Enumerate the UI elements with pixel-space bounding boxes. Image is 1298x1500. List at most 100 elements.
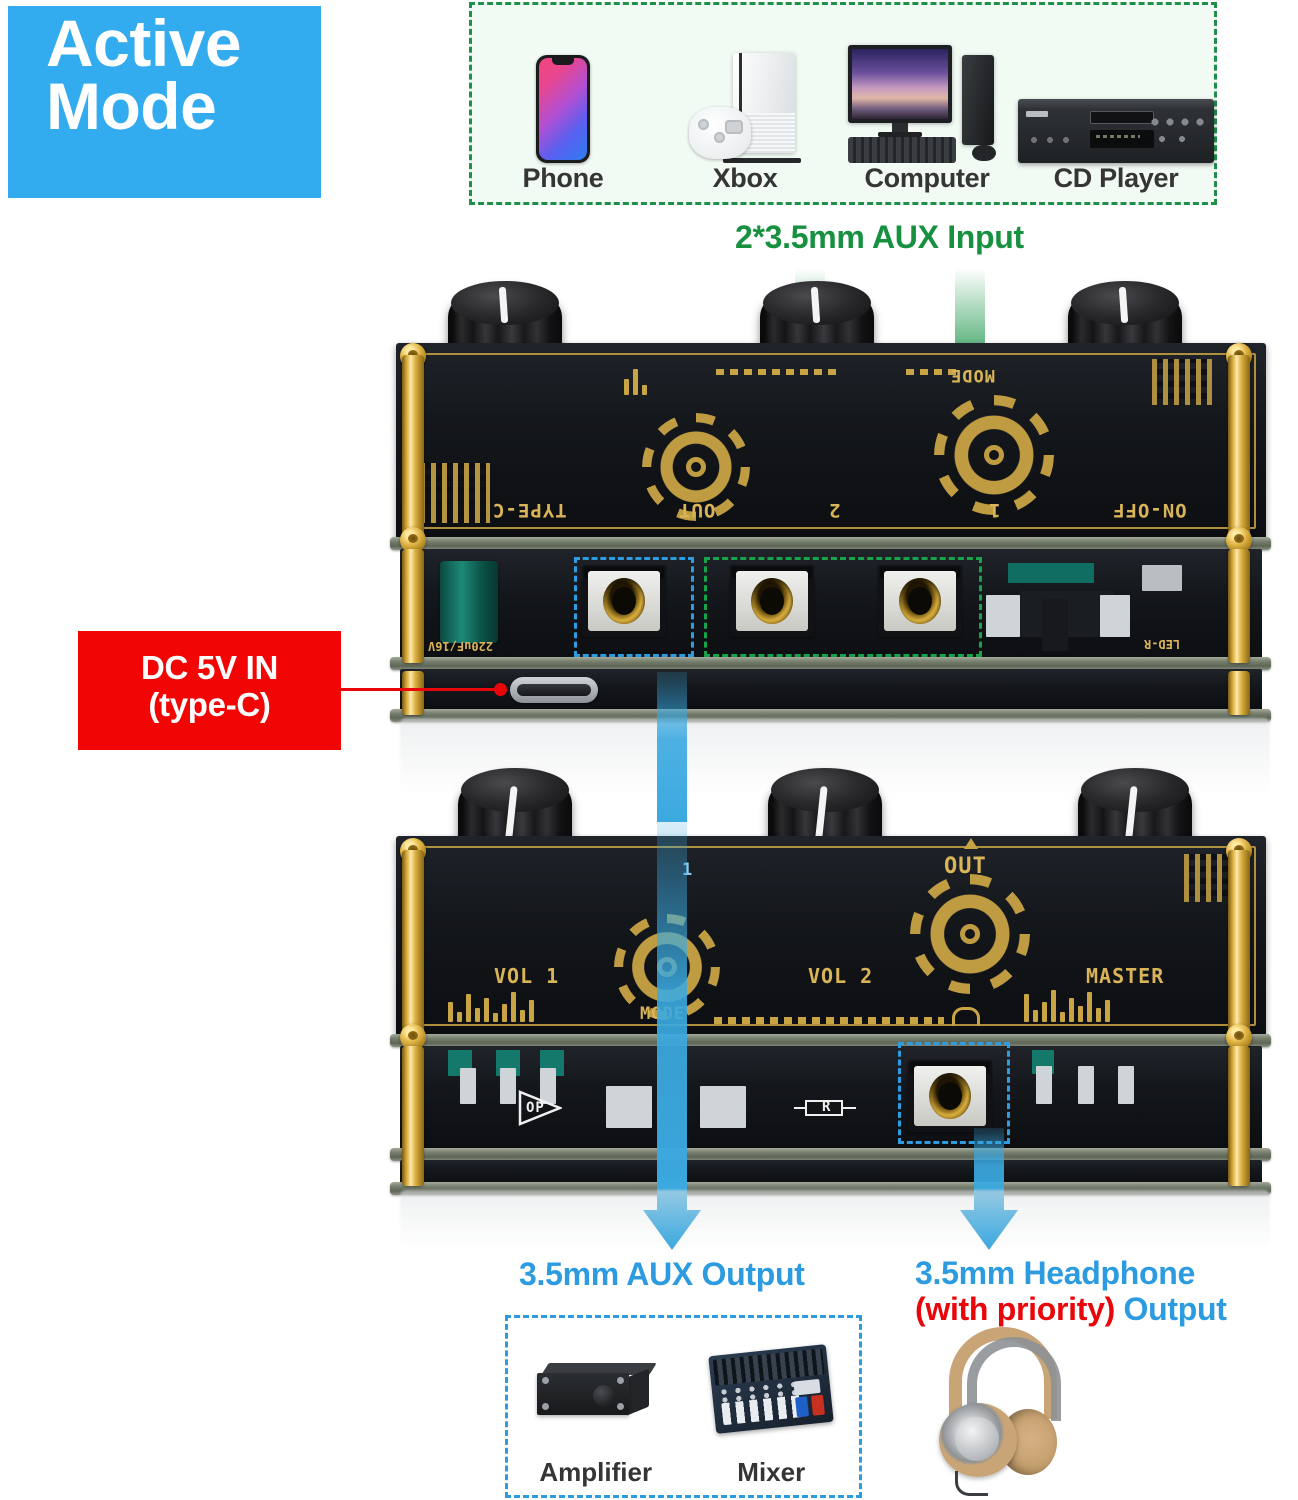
standoff-screw — [1226, 1024, 1252, 1050]
source-devices-box: Phone Xbox — [469, 2, 1217, 205]
smd-component — [1100, 595, 1130, 637]
standoff-post — [402, 549, 424, 663]
up-arrow-icon — [964, 838, 978, 849]
silk-input-1: 1 — [682, 860, 694, 880]
dc-in-leader-line — [341, 688, 501, 691]
silk-out: OUT — [678, 499, 716, 521]
smd-component — [540, 1068, 556, 1104]
dashed-trace — [716, 369, 836, 375]
headphone-line-2: (with priority) Output — [915, 1290, 1227, 1328]
gear-graphic — [910, 874, 1030, 994]
silk-mode: MODE — [950, 365, 995, 385]
headphone-jack[interactable] — [908, 1060, 992, 1132]
eq-bars-graphic — [448, 988, 534, 1022]
standoff-post — [402, 355, 424, 541]
bottom-unit-front-io-pcb: OP R — [400, 1046, 1262, 1150]
op-amp-outline-icon — [518, 1090, 564, 1126]
standoff-post — [402, 1046, 424, 1186]
bottom-unit-pcb-front-face: VOL 1 VOL 2 MASTER MODE OUT 1 — [396, 836, 1266, 1036]
output-devices-box: Amplifier Mixer — [505, 1315, 862, 1498]
silk-vol1: VOL 1 — [494, 964, 560, 988]
desktop-computer-icon — [836, 1, 1018, 165]
dashed-trace — [714, 1017, 944, 1024]
bottom-acrylic-plate — [390, 709, 1271, 722]
smd-component — [1142, 565, 1182, 591]
aux-out-jack[interactable] — [582, 565, 666, 637]
dashed-trace — [906, 369, 956, 375]
dc-in-line-1: DC 5V IN — [141, 649, 278, 686]
aux-in-2-jack[interactable] — [730, 565, 814, 637]
top-unit: TYPE-C OUT 2 1 ON-OFF MODE 220uF/16V — [378, 281, 1283, 743]
source-item-computer: Computer — [836, 1, 1018, 202]
silk-r: R — [822, 1099, 832, 1115]
headphone-priority-text: (with priority) — [915, 1290, 1115, 1327]
silk-type-c: TYPE-C — [492, 499, 567, 521]
amplifier-icon — [536, 1318, 657, 1459]
top-unit-base-pcb — [400, 669, 1262, 711]
output-label: Mixer — [737, 1457, 806, 1487]
silk-op: OP — [526, 1100, 545, 1116]
game-console-icon — [654, 1, 836, 165]
electrolytic-capacitor — [440, 561, 498, 643]
standoff-post — [1228, 1046, 1250, 1186]
base-acrylic-plate — [390, 1182, 1271, 1195]
audio-mixer-icon — [708, 1318, 835, 1459]
aux-input-callout-label: 2*3.5mm AUX Input — [735, 219, 1024, 255]
eq-bars-graphic — [1024, 986, 1110, 1022]
output-item-amplifier: Amplifier — [508, 1318, 684, 1495]
usb-c-port[interactable] — [510, 677, 598, 703]
aux-output-callout-label: 3.5mm AUX Output — [519, 1256, 805, 1292]
silk-input-2: 2 — [828, 499, 841, 521]
headphone-line-1: 3.5mm Headphone — [915, 1255, 1196, 1291]
standoff-post — [1228, 671, 1250, 715]
dc-in-line-2: (type-C) — [148, 685, 271, 723]
aux-in-highlight — [704, 557, 982, 657]
standoff-post — [1228, 355, 1250, 541]
top-unit-rear-io-pcb: 220uF/16V LED-R — [400, 549, 1262, 661]
standoff-post — [1228, 850, 1250, 1040]
active-mode-badge: Active Mode — [8, 6, 321, 198]
headphone-callout-label: 3.5mm Headphone (with priority) Output — [915, 1255, 1227, 1328]
smd-component — [1008, 563, 1094, 583]
smd-component — [986, 595, 1020, 637]
headphone-output-text: Output — [1114, 1290, 1227, 1327]
aux-output-arrow — [643, 820, 701, 1250]
headphone-jack-highlight — [898, 1042, 1010, 1144]
smd-component — [1078, 1066, 1094, 1104]
silk-led-r: LED-R — [1144, 637, 1181, 651]
resistor-silk-icon — [794, 1098, 856, 1118]
source-devices-row: Phone Xbox — [472, 5, 1214, 202]
bottom-unit: VOL 1 VOL 2 MASTER MODE OUT 1 — [378, 768, 1283, 1215]
silk-master: MASTER — [1086, 964, 1165, 988]
cd-player-icon — [1018, 1, 1214, 165]
source-label: Xbox — [712, 163, 778, 193]
silk-vol2: VOL 2 — [808, 964, 874, 988]
output-devices-row: Amplifier Mixer — [508, 1318, 859, 1495]
badge-line-1: Active — [46, 6, 242, 80]
silk-on-off: ON-OFF — [1112, 499, 1187, 521]
eq-bars-graphic — [624, 365, 647, 395]
output-label: Amplifier — [539, 1457, 653, 1487]
smd-component — [606, 1086, 652, 1128]
smd-component — [1036, 1066, 1052, 1104]
badge-line-2: Mode — [46, 69, 217, 144]
standoff-screw — [1226, 527, 1252, 553]
standoff-post — [402, 850, 424, 1040]
smartphone-icon — [472, 1, 654, 165]
source-item-xbox: Xbox — [654, 1, 836, 202]
headphone-silk-icon — [952, 1007, 980, 1026]
aux-in-1-jack[interactable] — [878, 565, 962, 637]
silk-cap-value: 220uF/16V — [428, 639, 494, 653]
source-label: Computer — [864, 163, 990, 193]
source-label: Phone — [522, 163, 604, 193]
smd-component — [700, 1086, 746, 1128]
top-unit-pcb-rear-face: TYPE-C OUT 2 1 ON-OFF MODE — [396, 343, 1266, 539]
standoff-screw — [400, 527, 426, 553]
source-label: CD Player — [1053, 163, 1179, 193]
power-switch[interactable] — [1042, 599, 1068, 651]
silk-input-1: 1 — [988, 499, 1001, 521]
smd-component — [1118, 1066, 1134, 1104]
source-item-phone: Phone — [472, 1, 654, 202]
mid-acrylic-plate — [390, 1034, 1271, 1047]
